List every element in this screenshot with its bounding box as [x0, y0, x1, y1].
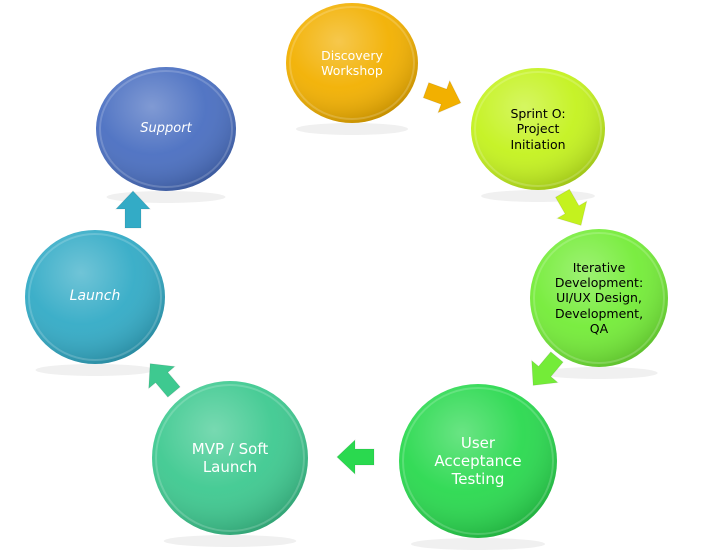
- stage-label-mvp-soft-launch: MVP / Soft Launch: [191, 439, 269, 476]
- stage-circle-bevel-launch: [28, 233, 162, 361]
- stage-label-user-acceptance-testing: User Acceptance Testing: [434, 433, 522, 489]
- stage-circle-sheen-launch: [25, 230, 165, 364]
- stage-shadow-uat: [410, 538, 546, 550]
- stage-shadow-launch: [35, 364, 155, 376]
- flow-arrow-icon-2: [554, 188, 588, 226]
- stage-circle-sheen-uat: [399, 384, 557, 538]
- stage-circle-sheen-sprint0: [471, 68, 605, 190]
- stage-circle-sheen-iterative: [530, 229, 668, 367]
- stage-label-discovery: Discovery Workshop: [321, 47, 383, 78]
- flow-arrow-icon-1: [422, 79, 462, 114]
- stage-circle-bevel-mvp: [155, 384, 305, 532]
- flow-arrow-icon-3: [531, 351, 564, 386]
- flow-arrow-icon-4: [336, 438, 375, 476]
- stage-label-iterative-development: Iterative Development: UI/UX Design, Dev…: [554, 259, 644, 336]
- stage-circle-sheen-mvp: [152, 381, 308, 535]
- stage-circle-bevel-discovery: [289, 6, 415, 120]
- stage-shadow-sprint0: [481, 190, 595, 202]
- stage-shadow-discovery: [295, 123, 409, 135]
- stage-shadow-mvp: [163, 535, 297, 547]
- flow-arrow-icon-5: [148, 363, 181, 398]
- stage-circle-sheen-support: [96, 67, 236, 191]
- stage-label-sprint-0: Sprint O: Project Initiation: [510, 106, 566, 152]
- stage-circle-sheen-discovery: [286, 3, 418, 123]
- stage-label-launch: Launch: [69, 288, 121, 305]
- stage-shadow-iterative: [540, 367, 658, 379]
- stage-circle-bevel-uat: [402, 387, 554, 535]
- flow-arrow-icon-6: [114, 190, 152, 229]
- stage-circle-bevel-iterative: [533, 232, 665, 364]
- stage-circle-bevel-sprint0: [474, 71, 602, 187]
- stage-circle-bevel-support: [99, 70, 233, 188]
- stage-label-support: Support: [140, 121, 192, 137]
